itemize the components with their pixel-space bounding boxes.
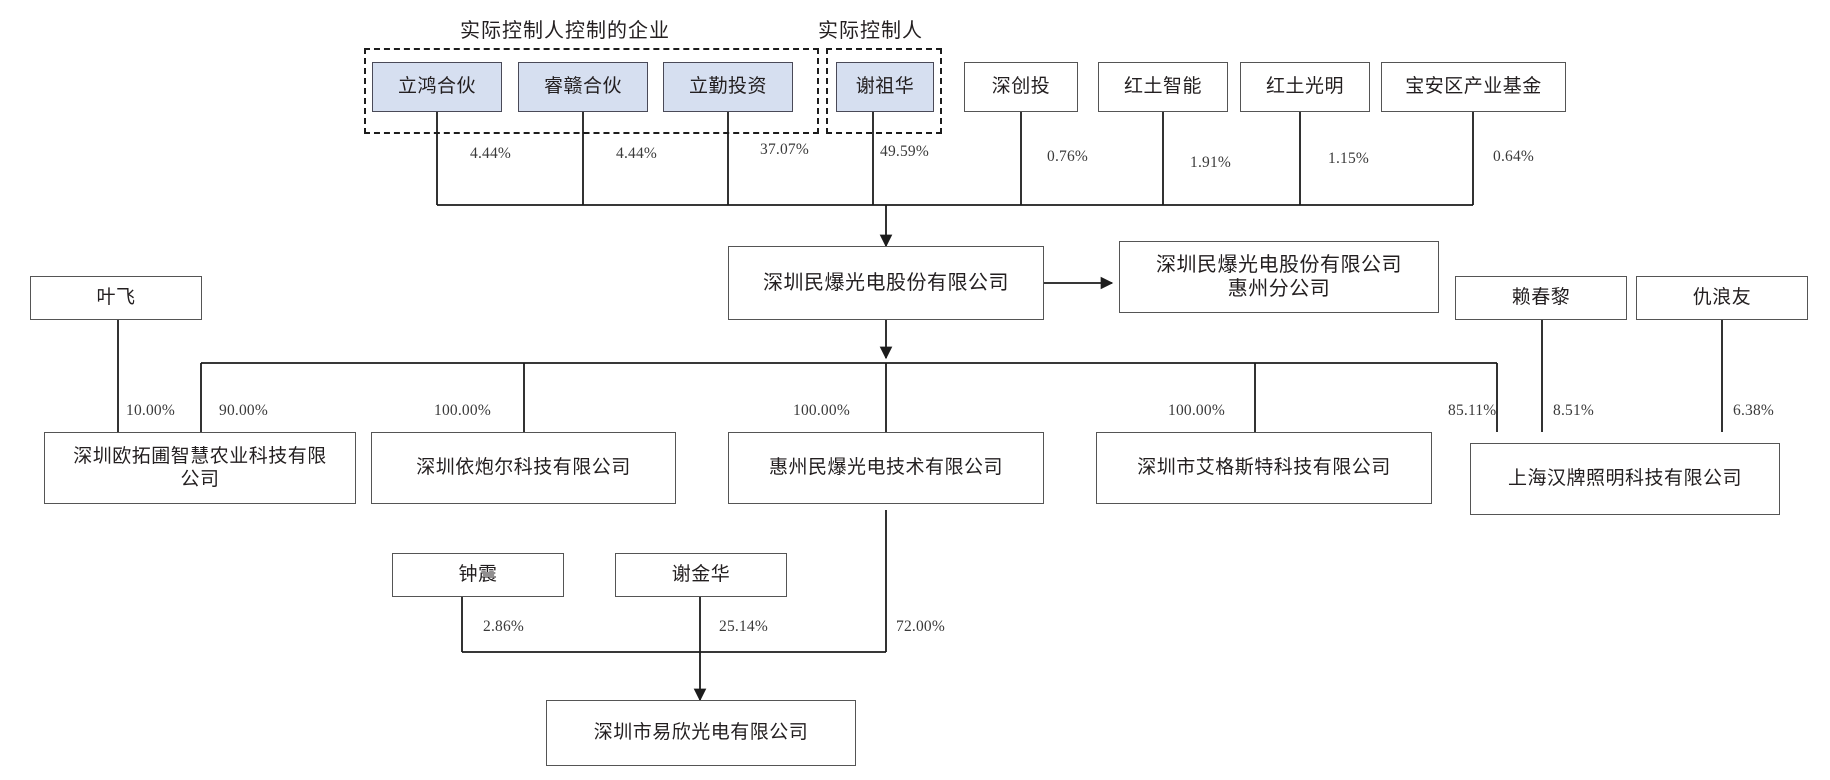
- pct-liqin: 37.07%: [760, 141, 809, 158]
- subsidiary-label-line1: 深圳依炮尔科技有限公司: [416, 457, 631, 479]
- person-label: 谢金华: [671, 564, 731, 586]
- shareholder-label: 睿赣合伙: [543, 76, 622, 98]
- branch-label-line1: 深圳民爆光电股份有限公司: [1156, 253, 1402, 276]
- subsidiary-label-line1: 深圳市艾格斯特科技有限公司: [1137, 457, 1391, 479]
- pct-qiulangyou: 6.38%: [1733, 402, 1775, 419]
- pct-laichunli: 8.51%: [1553, 402, 1595, 419]
- subsidiary-box-yipaoer[interactable]: 深圳依炮尔科技有限公司: [371, 432, 676, 504]
- shareholder-label: 立鸿合伙: [397, 76, 476, 98]
- person-label: 叶飞: [96, 287, 136, 309]
- group-title-controller-enterprises: 实际控制人控制的企业: [460, 20, 670, 42]
- company-label-yixin: 深圳市易欣光电有限公司: [593, 722, 809, 744]
- group-title-actual-controller: 实际控制人: [818, 20, 923, 42]
- shareholder-box-xiezuhua[interactable]: 谢祖华: [836, 62, 934, 112]
- person-box-xiejinhua[interactable]: 谢金华: [615, 553, 787, 597]
- pct-hongtuguangming: 1.15%: [1328, 150, 1370, 167]
- shareholder-box-ruigan[interactable]: 睿赣合伙: [518, 62, 648, 112]
- pct-ruigan: 4.44%: [616, 145, 658, 162]
- shareholder-box-lihong[interactable]: 立鸿合伙: [372, 62, 502, 112]
- person-label: 仇浪友: [1692, 287, 1752, 309]
- shareholder-label: 宝安区产业基金: [1405, 76, 1542, 98]
- shareholder-label: 红土光明: [1265, 76, 1344, 98]
- shareholder-box-shenchuangtou[interactable]: 深创投: [964, 62, 1078, 112]
- pct-baoanfund: 0.64%: [1493, 148, 1535, 165]
- shareholder-label: 红土智能: [1123, 76, 1202, 98]
- person-label: 赖春黎: [1511, 287, 1571, 309]
- shareholder-box-liqin[interactable]: 立勤投资: [663, 62, 793, 112]
- company-label-main: 深圳民爆光电股份有限公司: [763, 271, 1009, 294]
- pct-xiejinhua: 25.14%: [719, 618, 768, 635]
- person-box-laichunli[interactable]: 赖春黎: [1455, 276, 1627, 320]
- pct-xiezuhua: 49.59%: [880, 143, 929, 160]
- subsidiary-label-line1: 惠州民爆光电技术有限公司: [768, 457, 1003, 479]
- pct-aigesite: 100.00%: [1168, 402, 1225, 419]
- subsidiary-box-aigesite[interactable]: 深圳市艾格斯特科技有限公司: [1096, 432, 1432, 504]
- shareholder-box-hongtuzhineng[interactable]: 红土智能: [1098, 62, 1228, 112]
- subsidiary-label-line1: 上海汉牌照明科技有限公司: [1507, 468, 1742, 490]
- pct-shenchuangtou: 0.76%: [1047, 148, 1089, 165]
- subsidiary-label-line1: 深圳欧拓圃智慧农业科技有限: [73, 445, 327, 467]
- group-box-controller-enterprises: [364, 48, 819, 134]
- shareholder-label: 立勤投资: [688, 76, 767, 98]
- pct-lihong: 4.44%: [470, 145, 512, 162]
- pct-hanpai: 85.11%: [1448, 402, 1497, 419]
- pct-yipaoer: 100.00%: [434, 402, 491, 419]
- pct-huizhou-to-yixin: 72.00%: [896, 618, 945, 635]
- pct-zhongzhen: 2.86%: [483, 618, 525, 635]
- shareholder-box-hongtuguangming[interactable]: 红土光明: [1240, 62, 1370, 112]
- subsidiary-box-huizhou-tech[interactable]: 惠州民爆光电技术有限公司: [728, 432, 1044, 504]
- shareholder-box-baoanfund[interactable]: 宝安区产业基金: [1381, 62, 1566, 112]
- subsidiary-label-line2: 公司: [180, 469, 220, 490]
- company-box-yixin[interactable]: 深圳市易欣光电有限公司: [546, 700, 856, 766]
- person-box-yefei[interactable]: 叶飞: [30, 276, 202, 320]
- person-box-zhongzhen[interactable]: 钟震: [392, 553, 564, 597]
- branch-label-line2: 惠州分公司: [1227, 278, 1331, 300]
- person-label: 钟震: [458, 564, 498, 586]
- company-box-main[interactable]: 深圳民爆光电股份有限公司: [728, 246, 1044, 320]
- pct-hongtuzhineng: 1.91%: [1190, 154, 1232, 171]
- shareholder-label: 谢祖华: [855, 76, 915, 98]
- person-box-qiulangyou[interactable]: 仇浪友: [1636, 276, 1808, 320]
- subsidiary-box-outuopu[interactable]: 深圳欧拓圃智慧农业科技有限 公司: [44, 432, 356, 504]
- pct-outuopu: 90.00%: [219, 402, 268, 419]
- company-box-huizhou-branch[interactable]: 深圳民爆光电股份有限公司 惠州分公司: [1119, 241, 1439, 313]
- shareholder-label: 深创投: [991, 76, 1051, 98]
- pct-huizhou-tech: 100.00%: [793, 402, 850, 419]
- group-box-actual-controller: [826, 48, 942, 134]
- subsidiary-box-hanpai[interactable]: 上海汉牌照明科技有限公司: [1470, 443, 1780, 515]
- pct-yefei-outuopu: 10.00%: [126, 402, 175, 419]
